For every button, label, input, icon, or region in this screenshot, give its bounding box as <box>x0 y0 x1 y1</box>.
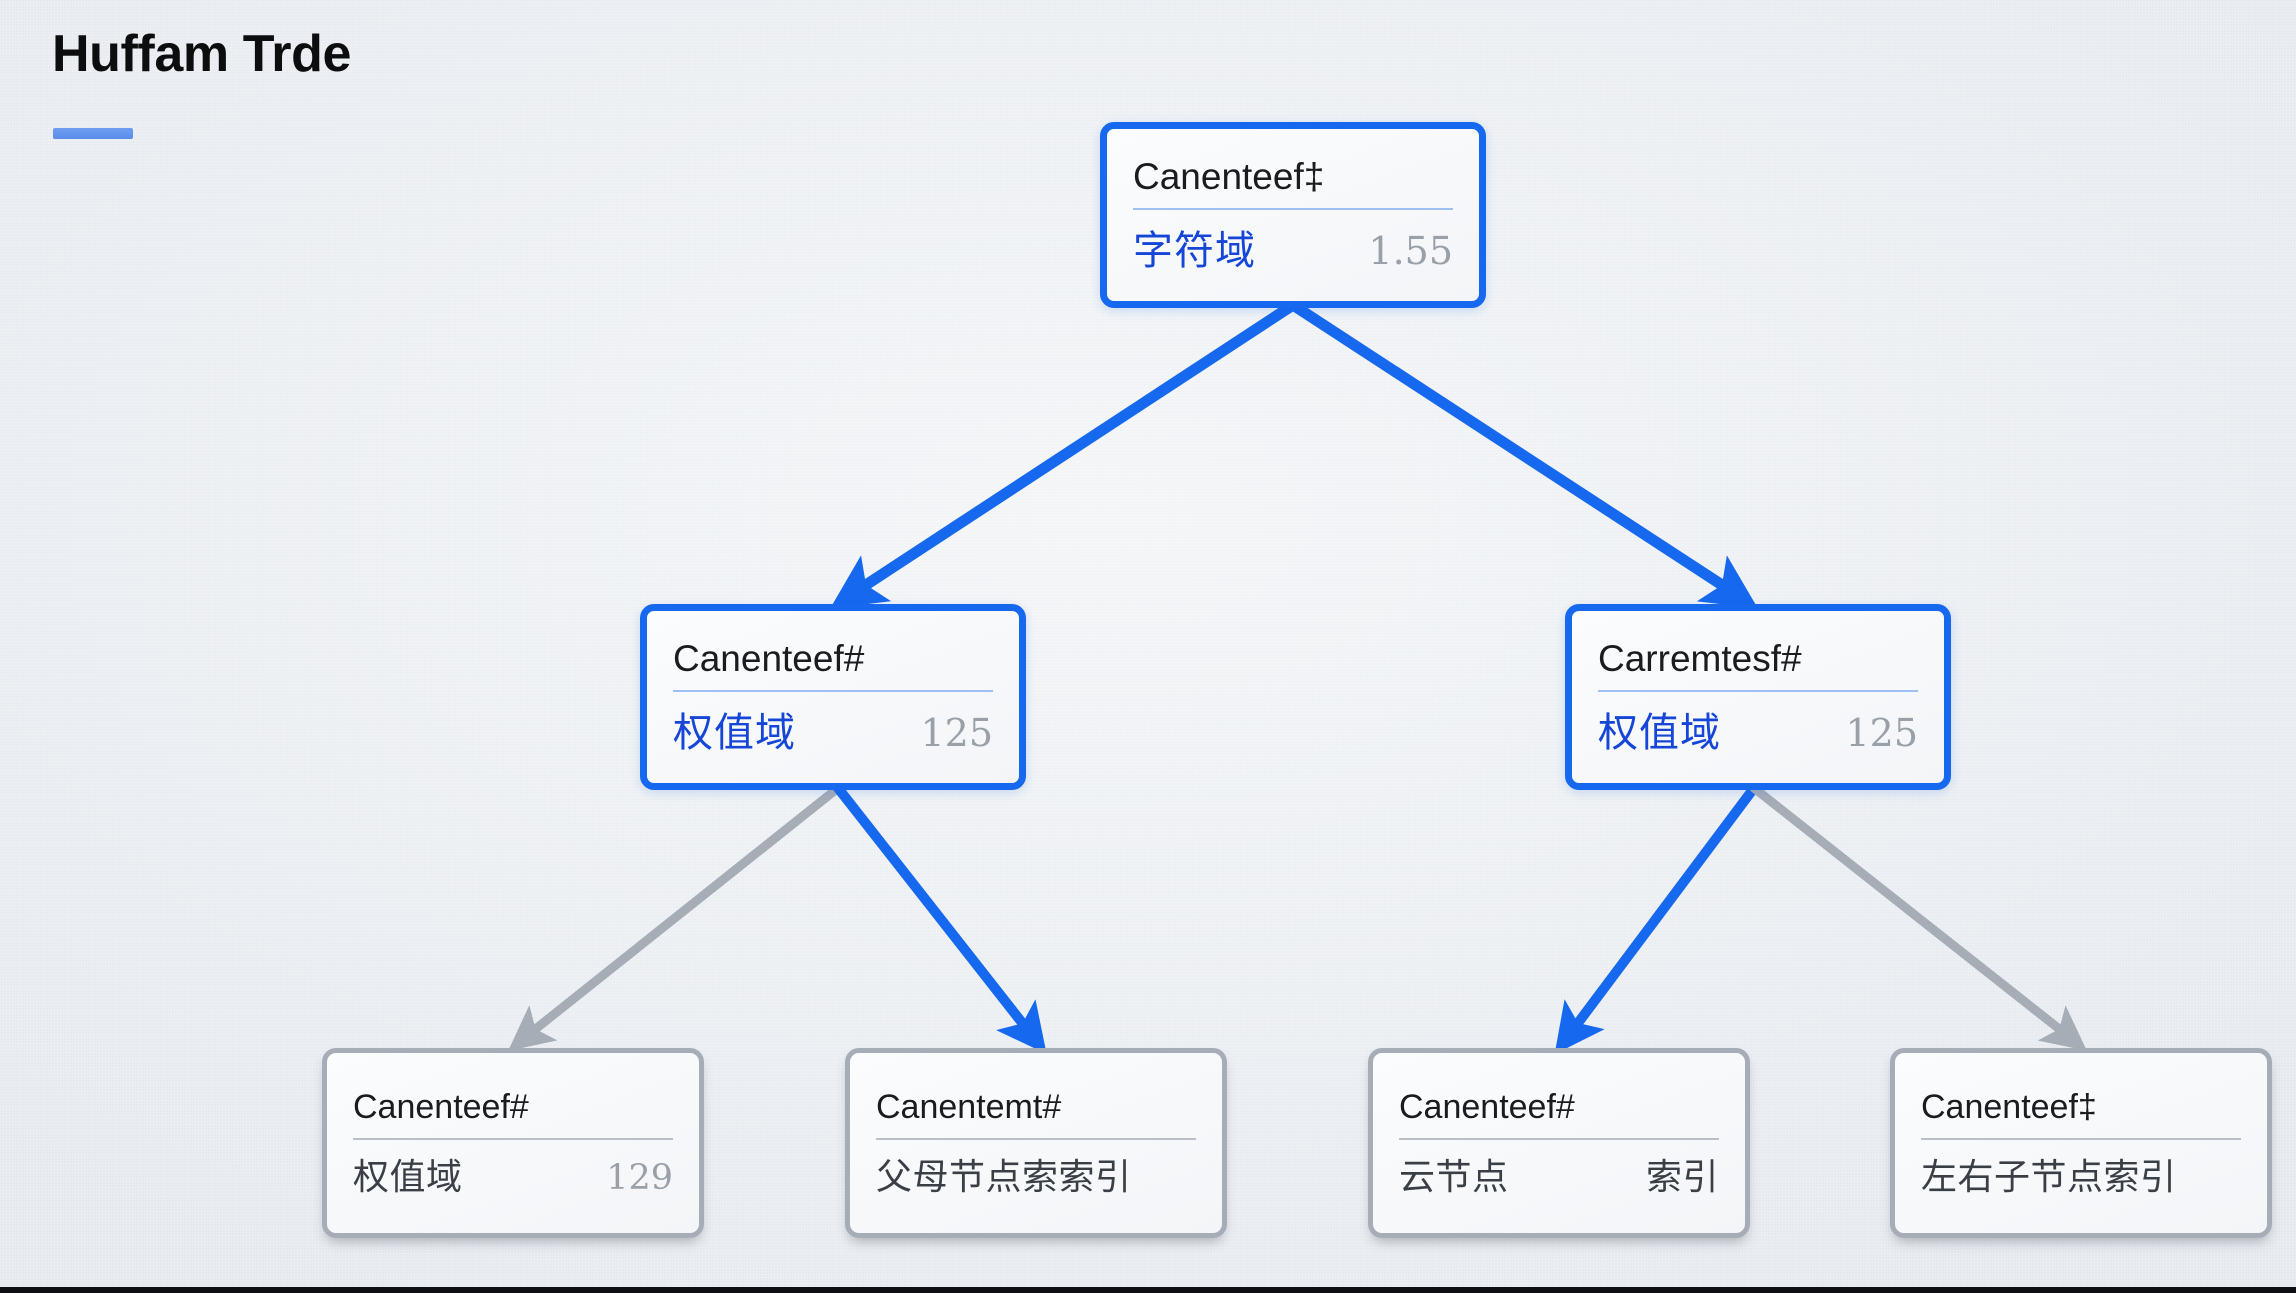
tree-node-root[interactable]: Canenteef‡ 字符域 1.55 <box>1100 122 1486 308</box>
node-value: 1.55 <box>1368 229 1453 274</box>
node-label: 父母节点索索引 <box>876 1156 1132 1198</box>
node-header: Canenteef# <box>1399 1088 1575 1127</box>
edge-mid-right-to-leaf-4 <box>1749 783 2087 1051</box>
node-label: 字符域 <box>1133 228 1256 275</box>
node-body: 权值域 125 <box>673 700 993 758</box>
node-label: 权值域 <box>1598 710 1721 757</box>
node-header: Canenteef‡ <box>1921 1088 2097 1127</box>
page-title: Huffam Trde <box>52 25 351 83</box>
node-header: Canenteef‡ <box>1133 155 1325 197</box>
edge-mid-left-to-leaf-1 <box>508 783 843 1051</box>
node-label: 权值域 <box>673 710 796 757</box>
node-label: 权值域 <box>353 1156 463 1198</box>
edge-mid-right-to-leaf-3 <box>1554 783 1759 1055</box>
edge-mid-left-to-leaf-2 <box>833 783 1047 1055</box>
tree-node-leaf-1[interactable]: Canenteef# 权值域 129 <box>322 1048 704 1238</box>
node-divider <box>353 1137 673 1140</box>
tree-node-leaf-2[interactable]: Canentemt# 父母节点索索引 <box>845 1048 1227 1238</box>
node-label: 云节点 <box>1399 1156 1509 1198</box>
node-value: 129 <box>606 1157 673 1198</box>
node-header: Carremtesf# <box>1598 637 1802 679</box>
node-value: 125 <box>1845 711 1918 756</box>
node-body: 权值域 125 <box>1598 700 1918 758</box>
node-divider <box>1921 1137 2241 1140</box>
node-body: 父母节点索索引 <box>876 1148 1196 1200</box>
node-value: 125 <box>920 711 993 756</box>
node-label-secondary: 索引 <box>1645 1156 1719 1198</box>
title-accent-bar <box>53 128 133 139</box>
node-body: 云节点 索引 <box>1399 1148 1719 1200</box>
node-divider <box>1133 208 1453 211</box>
node-divider <box>876 1137 1196 1140</box>
tree-node-mid-left[interactable]: Canenteef# 权值域 125 <box>640 604 1026 790</box>
bottom-band <box>0 1287 2296 1293</box>
edge-root-to-mid-right <box>1287 299 1758 609</box>
node-divider <box>673 690 993 693</box>
node-body: 权值域 129 <box>353 1148 673 1200</box>
node-body: 字符域 1.55 <box>1133 218 1453 276</box>
tree-node-leaf-4[interactable]: Canenteef‡ 左右子节点索引 <box>1890 1048 2272 1238</box>
node-header: Canenteef# <box>673 637 865 679</box>
tree-node-mid-right[interactable]: Carremtesf# 权值域 125 <box>1565 604 1951 790</box>
node-divider <box>1399 1137 1719 1140</box>
edge-root-to-mid-left <box>830 299 1299 609</box>
node-label: 左右子节点索引 <box>1921 1156 2177 1198</box>
tree-node-leaf-3[interactable]: Canenteef# 云节点 索引 <box>1368 1048 1750 1238</box>
node-header: Canentemt# <box>876 1088 1062 1127</box>
node-body: 左右子节点索引 <box>1921 1148 2241 1200</box>
node-divider <box>1598 690 1918 693</box>
node-header: Canenteef# <box>353 1088 529 1127</box>
